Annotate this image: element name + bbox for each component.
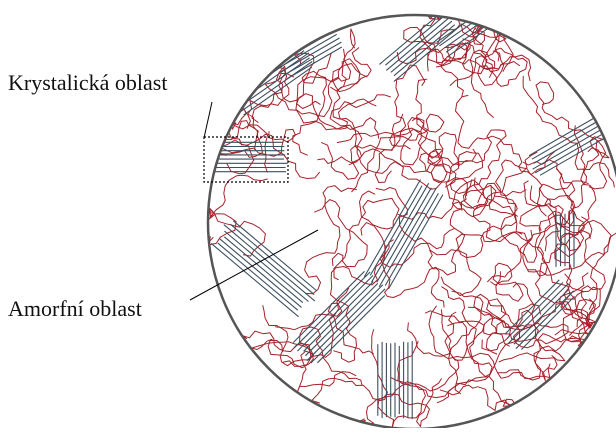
lamella-line-6-4 <box>516 291 574 349</box>
amorphous-chain-48 <box>321 114 403 179</box>
amorphous-chain-71 <box>330 99 443 173</box>
amorphous-chain-61 <box>490 263 523 301</box>
lamella-line-9-2 <box>224 225 315 302</box>
lamella-line-6-2 <box>509 284 569 344</box>
amorphous-chain-20 <box>536 82 607 189</box>
lamella-line-4-0 <box>529 115 600 156</box>
amorphous-chain-13 <box>330 59 367 92</box>
amorphous-chain-18 <box>314 200 367 267</box>
amorphous-chain-60 <box>268 340 356 391</box>
amorphous-chain-53 <box>452 177 517 216</box>
amorphous-chain-40 <box>305 186 357 294</box>
amorphous-chain-31 <box>441 287 492 377</box>
amorphous-chain-80 <box>440 377 516 411</box>
lamella-line-8-6 <box>389 195 443 289</box>
crystalline-region-label: Krystalická oblast <box>8 72 167 94</box>
lamella-line-7-7 <box>317 295 384 362</box>
amorphous-region-label: Amorfní oblast <box>8 298 142 320</box>
amorphous-chain-11 <box>225 121 319 179</box>
lamella-line-8-0 <box>364 180 420 278</box>
lamella-line-7-2 <box>297 275 373 351</box>
amorphous-chain-24 <box>408 291 483 356</box>
lamella-line-4-1 <box>532 119 602 159</box>
amorphous-chain-63 <box>297 29 356 117</box>
lamella-line-7-1 <box>294 272 370 348</box>
lamella-line-9-7 <box>211 243 298 316</box>
amorphous-chain-45 <box>296 49 379 139</box>
amorphous-chain-2 <box>317 149 491 210</box>
amorphous-chain-8 <box>265 53 331 123</box>
amorphous-chain-29 <box>293 95 391 156</box>
lamella-line-8-2 <box>372 183 429 282</box>
lamella-line-8-3 <box>377 188 432 283</box>
lamella-line-9-1 <box>230 224 314 294</box>
amorphous-chain-32 <box>376 188 481 296</box>
lamella-line-8-1 <box>370 186 422 276</box>
lamella-line-9-0 <box>233 221 317 291</box>
amorphous-chain-46 <box>252 305 314 365</box>
crystalline-pointer-line <box>204 102 212 138</box>
amorphous-chain-0 <box>205 175 268 244</box>
amorphous-chain-59 <box>283 327 362 385</box>
